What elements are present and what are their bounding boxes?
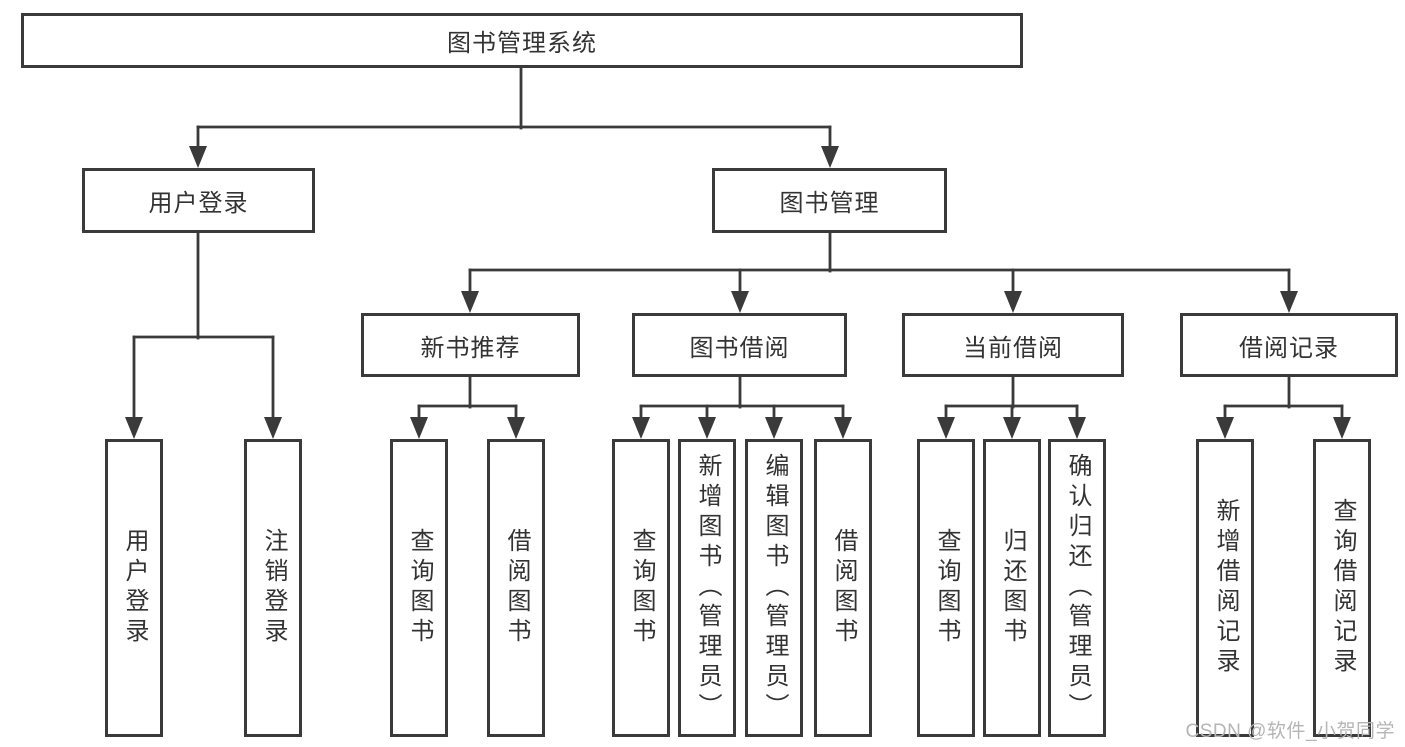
node-library-management-system: 图书管理系统: [21, 13, 1023, 68]
node-user-login-branch: 用户登录: [82, 168, 315, 233]
node-current-borrowing: 当前借阅: [902, 313, 1124, 377]
node-confirm-return-admin: 确认归还（管理员）: [1048, 439, 1106, 737]
node-new-book-recommendation: 新书推荐: [361, 313, 580, 377]
node-edit-books-admin: 编辑图书（管理员）: [745, 439, 803, 737]
node-book-borrowing: 图书借阅: [632, 313, 847, 377]
node-query-borrow-record: 查询借阅记录: [1313, 439, 1371, 737]
node-query-books-current: 查询图书: [917, 439, 975, 737]
node-query-books-borrowing: 查询图书: [612, 439, 670, 737]
node-borrow-books-recommend: 借阅图书: [487, 439, 545, 737]
node-borrowing-records: 借阅记录: [1180, 313, 1398, 377]
node-query-books-recommend: 查询图书: [390, 439, 448, 737]
csdn-watermark: CSDN @软件_小贺同学: [1185, 721, 1395, 742]
node-add-books-admin: 新增图书（管理员）: [678, 439, 736, 737]
node-user-login: 用户登录: [105, 439, 163, 737]
arrowheads: [125, 146, 1351, 439]
node-borrow-books: 借阅图书: [814, 439, 872, 737]
node-book-management-branch: 图书管理: [712, 168, 947, 233]
node-return-books: 归还图书: [983, 439, 1041, 737]
node-add-borrow-record: 新增借阅记录: [1196, 439, 1254, 737]
node-logout: 注销登录: [244, 439, 302, 737]
